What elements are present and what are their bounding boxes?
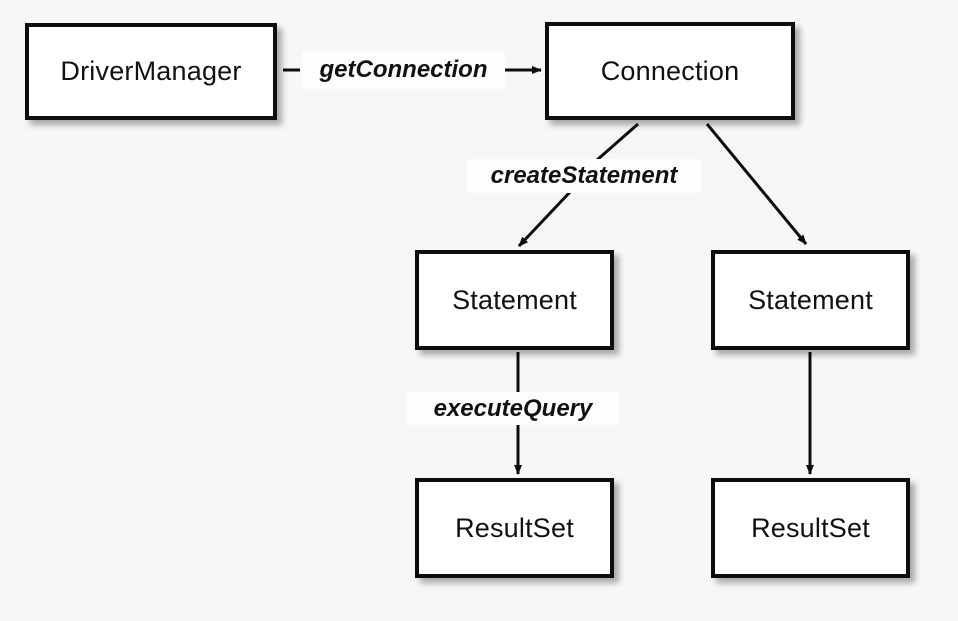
- node-statement-right[interactable]: Statement: [711, 250, 910, 350]
- node-label-resultset-right: ResultSet: [751, 512, 870, 543]
- node-label-statement-right: Statement: [748, 284, 873, 315]
- connector-connection-to-statement-left-lower: [517, 190, 572, 248]
- node-resultset-left[interactable]: ResultSet: [415, 478, 614, 578]
- node-label-driver-manager: DriverManager: [60, 56, 242, 86]
- edge-label-get-connection: getConnection: [302, 51, 505, 89]
- node-label-statement-left: Statement: [452, 284, 577, 315]
- edge-label-create-statement: createStatement: [467, 159, 701, 193]
- connector-connection-to-statement-left-upper: [596, 122, 639, 162]
- node-driver-manager[interactable]: DriverManager: [25, 23, 277, 120]
- node-label-connection: Connection: [600, 55, 740, 86]
- node-label-resultset-left: ResultSet: [455, 512, 574, 543]
- node-resultset-right[interactable]: ResultSet: [711, 478, 910, 578]
- node-statement-left[interactable]: Statement: [415, 250, 614, 350]
- connector-connection-to-statement-right: [705, 123, 808, 245]
- node-connection[interactable]: Connection: [545, 22, 795, 120]
- edge-label-execute-query: executeQuery: [407, 392, 619, 425]
